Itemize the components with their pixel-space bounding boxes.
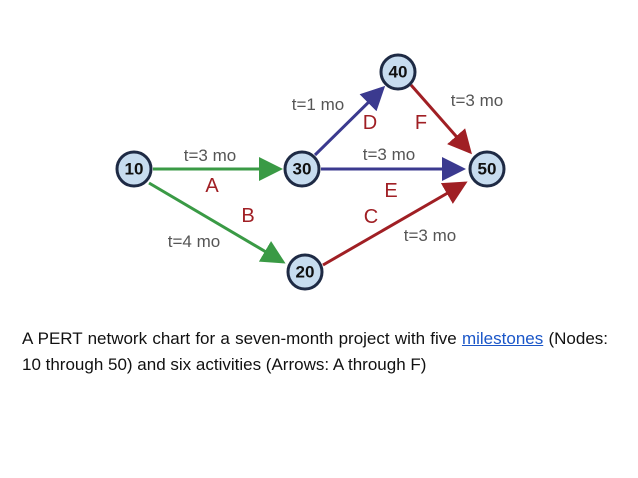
node-40: 40 — [379, 53, 417, 91]
arrow-d — [313, 85, 386, 157]
duration-a: t=3 mo — [184, 146, 236, 165]
node-30: 30 — [283, 150, 321, 188]
duration-d: t=1 mo — [292, 95, 344, 114]
node-50: 50 — [468, 150, 506, 188]
node-10-label: 10 — [125, 160, 144, 179]
activity-b-label: B — [241, 205, 254, 227]
arrow-c — [322, 181, 468, 267]
activity-c-label: C — [364, 206, 378, 228]
node-20: 20 — [286, 253, 324, 291]
pert-network-diagram: 10 20 30 40 50 t=3 mo t=4 mo t=3 mo t=1 … — [115, 53, 506, 291]
arrow-b — [148, 181, 286, 264]
activity-e-label: E — [384, 180, 397, 202]
node-40-label: 40 — [389, 63, 408, 82]
caption-prefix: A PERT network chart for a seven-month p… — [22, 329, 457, 348]
activity-a-label: A — [205, 175, 219, 197]
activity-f-label: F — [415, 112, 427, 134]
duration-c: t=3 mo — [404, 226, 456, 245]
caption-suffix: (Nodes: 10 through 50) and six activitie… — [22, 329, 608, 374]
node-10: 10 — [115, 150, 153, 188]
figure-caption: A PERT network chart for a seven-month p… — [22, 326, 608, 378]
node-30-label: 30 — [293, 160, 312, 179]
activity-d-label: D — [363, 112, 377, 134]
arrow-f — [409, 84, 472, 155]
duration-e: t=3 mo — [363, 145, 415, 164]
duration-f: t=3 mo — [451, 91, 503, 110]
milestones-link[interactable]: milestones — [461, 329, 544, 348]
node-20-label: 20 — [296, 263, 315, 282]
node-50-label: 50 — [478, 160, 497, 179]
duration-b: t=4 mo — [168, 232, 220, 251]
